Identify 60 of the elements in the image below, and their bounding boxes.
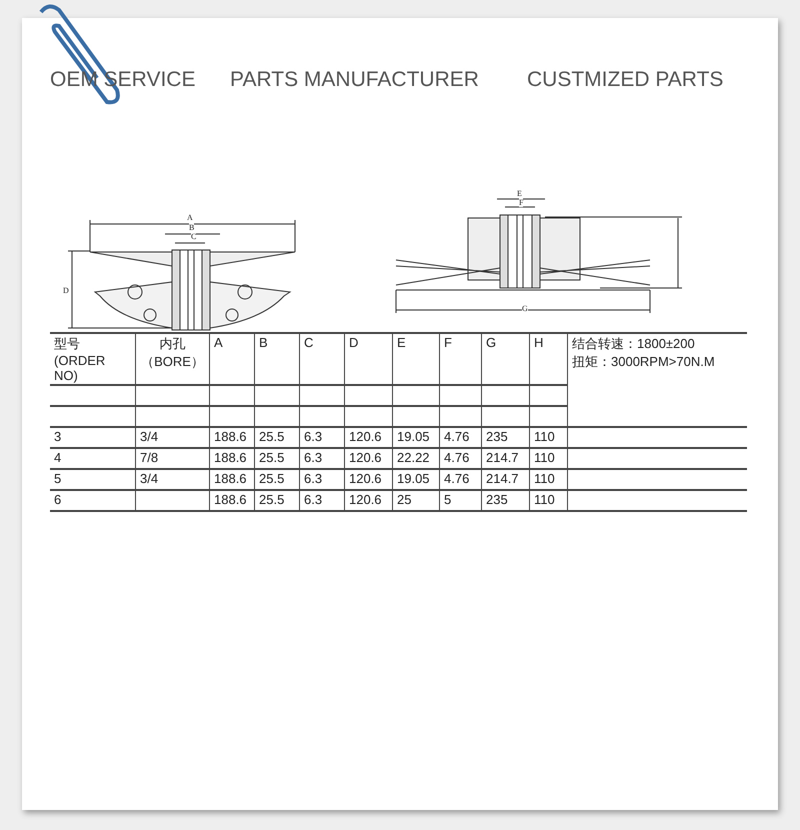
cell-text: C xyxy=(304,335,314,350)
cell-text: 120.6 xyxy=(349,450,382,465)
dimension-letter: E xyxy=(517,189,522,198)
cell-text: 188.6 xyxy=(214,429,247,444)
cell-text: 188.6 xyxy=(214,450,247,465)
dimension-letter: B xyxy=(189,223,194,232)
cell-text: 6.3 xyxy=(304,471,322,486)
cell-text: 120.6 xyxy=(349,492,382,507)
cell-text: D xyxy=(349,335,358,350)
cell-text: H xyxy=(534,335,544,350)
cell-text: 5 xyxy=(54,471,62,486)
cell-text: 6.3 xyxy=(304,492,322,507)
cell-text: 6.3 xyxy=(304,429,322,444)
cell-text: 4.76 xyxy=(444,429,470,444)
dimension-letter: D xyxy=(63,286,69,295)
cell-text: 110 xyxy=(534,492,555,507)
cell-text: 188.6 xyxy=(214,471,247,486)
cell-text: 25.5 xyxy=(259,429,284,444)
cell-text: F xyxy=(444,335,452,350)
cell-text: 4.76 xyxy=(444,471,470,486)
cell-text: 扭矩：3000RPM>70N.M xyxy=(572,353,716,371)
cell-text: 25 xyxy=(397,492,412,507)
cell-text: 25.5 xyxy=(259,471,284,486)
cell-text: 25.5 xyxy=(259,492,284,507)
cell-text: 6 xyxy=(54,492,62,507)
dimension-letter: C xyxy=(191,232,196,241)
cell-text: 120.6 xyxy=(349,429,382,444)
cell-text: 6.3 xyxy=(304,450,322,465)
cell-text: 25.5 xyxy=(259,450,284,465)
cell-text: 235 xyxy=(486,492,508,507)
cell-text: 5 xyxy=(444,492,452,507)
cell-text: 110 xyxy=(534,429,555,444)
cell-text: 235 xyxy=(486,429,508,444)
cell-text: 19.05 xyxy=(397,471,430,486)
cell-text: 22.22 xyxy=(397,450,430,465)
header-text: PARTS MANUFACTURER xyxy=(230,68,479,92)
cell-text: 型号 (ORDER NO) xyxy=(54,336,106,383)
cell-text: 19.05 xyxy=(397,429,430,444)
dimension-letter: F xyxy=(519,198,524,207)
header-text: CUSTMIZED PARTS xyxy=(527,68,724,92)
cell-text: 214.7 xyxy=(486,471,519,486)
cell-text: 3 xyxy=(54,429,62,444)
cell-text: E xyxy=(397,335,406,350)
cell-text: B xyxy=(259,335,268,350)
cell-text: A xyxy=(214,335,223,350)
cell-text: 3/4 xyxy=(140,429,158,444)
cell-text: 214.7 xyxy=(486,450,519,465)
cell-text: 7/8 xyxy=(140,450,158,465)
cell-text: G xyxy=(486,335,496,350)
cell-text: 结合转速：1800±200 xyxy=(572,335,696,353)
dimension-letter: G xyxy=(522,304,528,313)
cell-text: 4 xyxy=(54,450,62,465)
cell-text: 3/4 xyxy=(140,471,158,486)
cell-text: 110 xyxy=(534,471,555,486)
cell-text: 188.6 xyxy=(214,492,247,507)
cell-text: 4.76 xyxy=(444,450,470,465)
cell-text: 内孔（BORE） xyxy=(141,336,204,369)
dimension-letter: A xyxy=(187,213,193,222)
cell-text: 120.6 xyxy=(349,471,382,486)
cell-text: 110 xyxy=(534,450,555,465)
